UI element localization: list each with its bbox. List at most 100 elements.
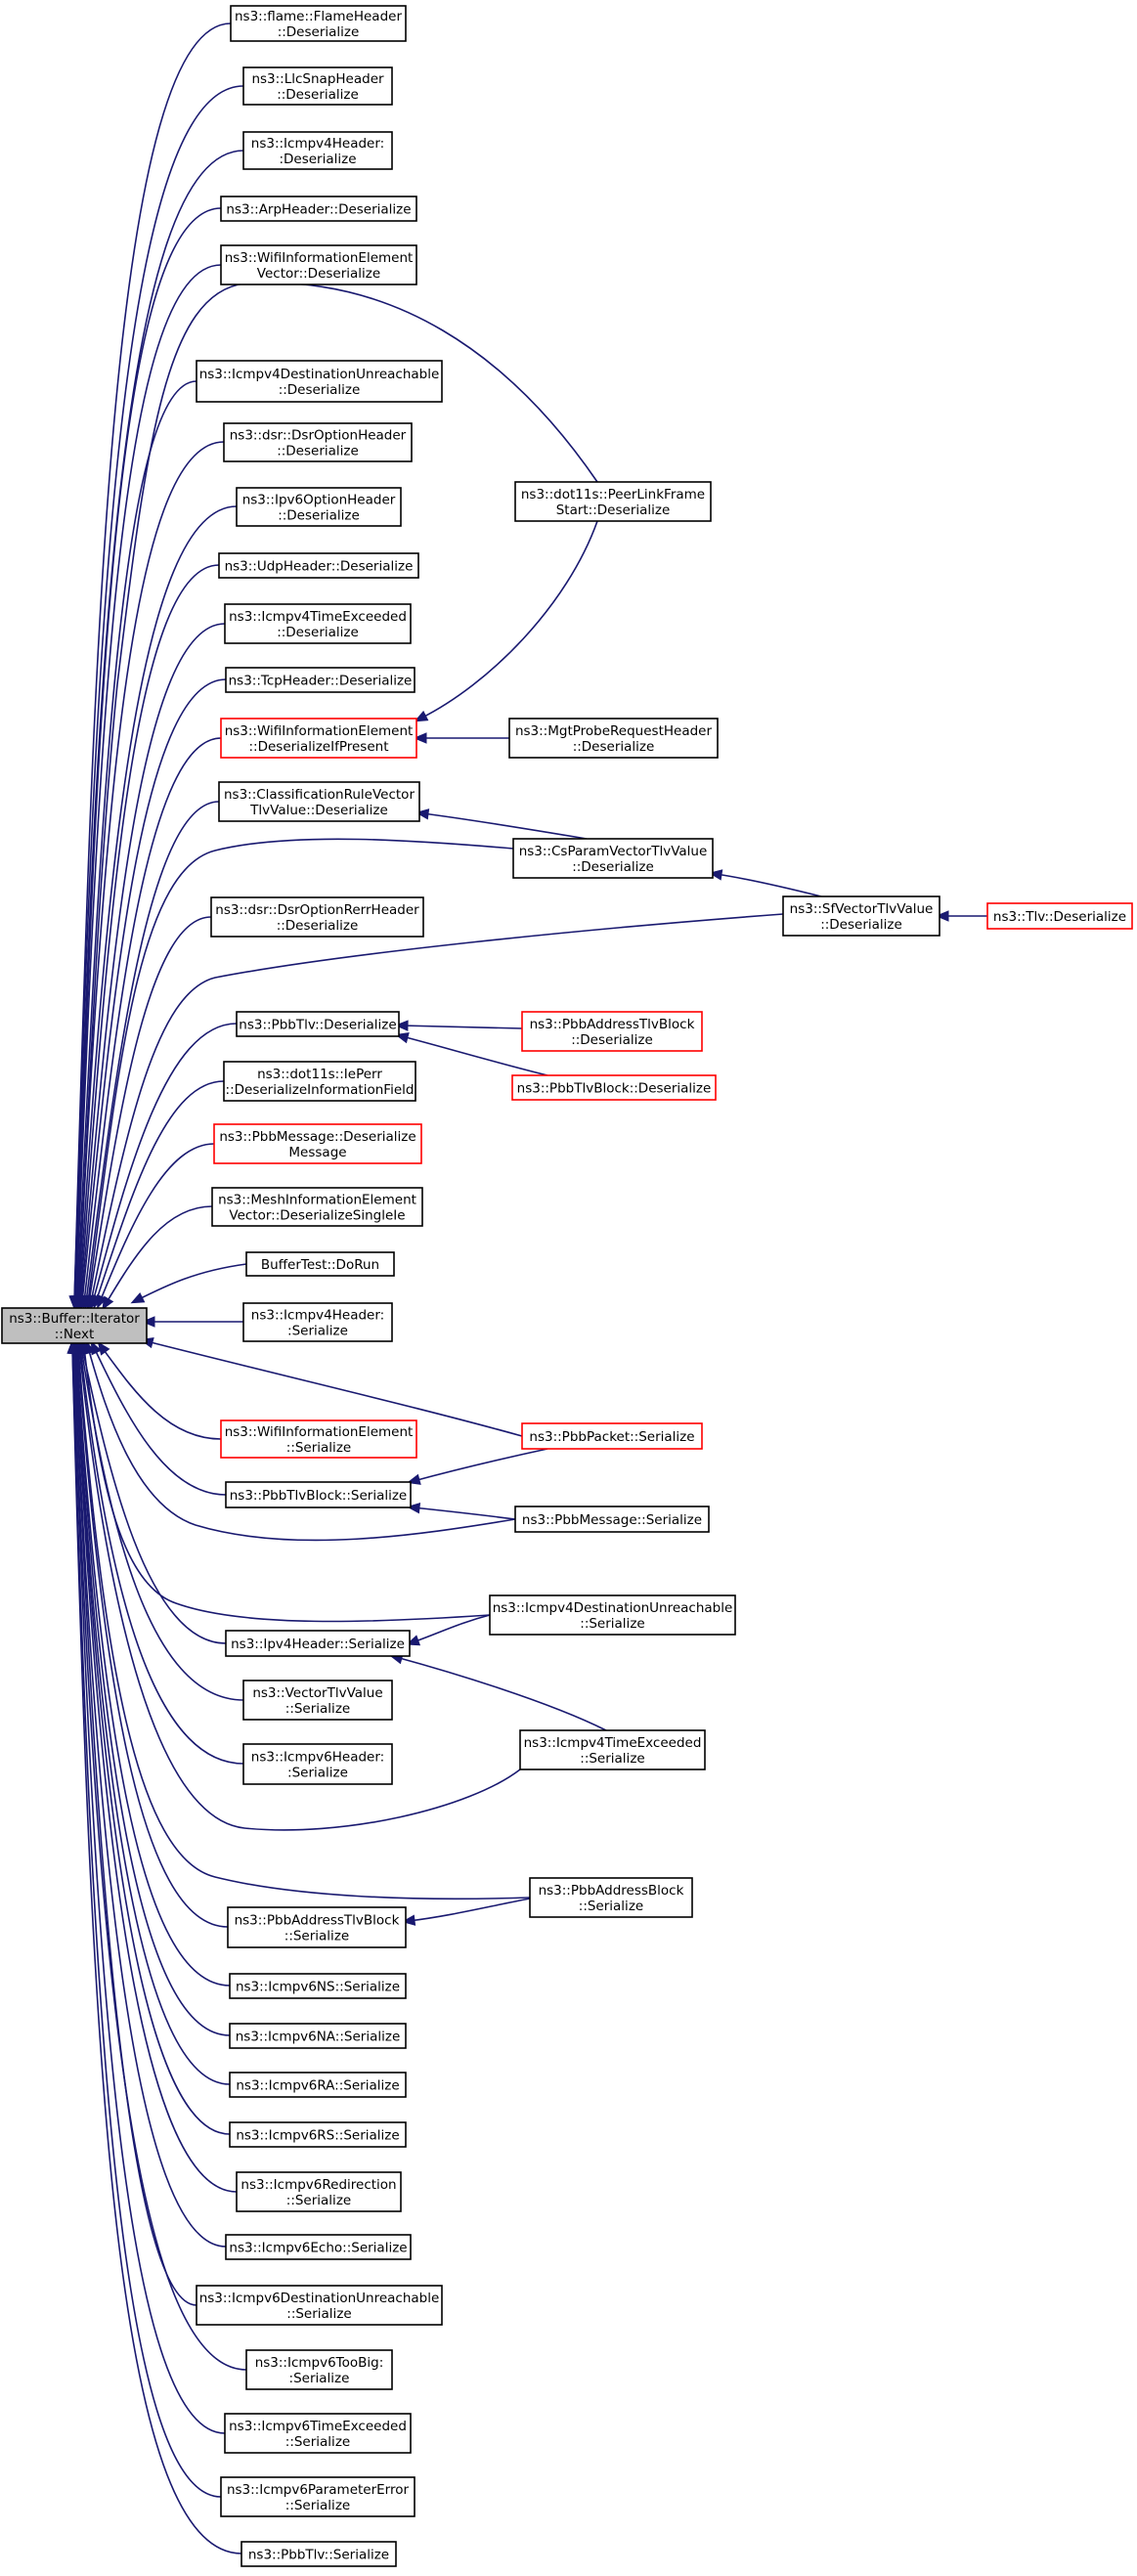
node-icmpv4te_deser[interactable]: ns3::Icmpv4TimeExceeded::Deserialize xyxy=(224,603,412,644)
node-classrule[interactable]: ns3::ClassificationRuleVectorTlvValue::D… xyxy=(218,781,420,822)
node-box xyxy=(782,895,940,937)
edge-line xyxy=(87,1346,516,1542)
node-label-line: ns3::Icmpv4DestinationUnreachable xyxy=(199,367,440,382)
node-arp[interactable]: ns3::ArpHeader::Deserialize xyxy=(220,196,417,222)
node-label-line: ns3::Icmpv6TimeExceeded xyxy=(229,2419,407,2434)
node-sfvector[interactable]: ns3::SfVectorTlvValue::Deserialize xyxy=(782,895,940,937)
node-icmpv6echo[interactable]: ns3::Icmpv6Echo::Serialize xyxy=(225,2234,412,2260)
node-label-line: ::Serialize xyxy=(285,2498,350,2513)
node-label-line: ns3::Buffer::Iterator xyxy=(9,1311,140,1327)
node-pbbaddrtlvblock_ser[interactable]: ns3::PbbAddressTlvBlock::Serialize xyxy=(227,1906,407,1948)
node-box xyxy=(521,1011,703,1052)
node-label-line: ns3::dot11s::IePerr xyxy=(257,1067,382,1082)
node-pbbmsg_ser[interactable]: ns3::PbbMessage::Serialize xyxy=(514,1506,710,1533)
node-mgtprobe[interactable]: ns3::MgtProbeRequestHeader::Deserialize xyxy=(508,718,719,759)
node-box xyxy=(196,360,443,403)
node-label-line: ns3::SfVectorTlvValue xyxy=(790,901,934,917)
node-icmpv4du_deser[interactable]: ns3::Icmpv4DestinationUnreachable::Deser… xyxy=(196,360,443,403)
edge-mgtprobe-to-wifiifp xyxy=(413,732,509,744)
edge-line xyxy=(99,1143,215,1303)
node-tcp[interactable]: ns3::TcpHeader::Deserialize xyxy=(225,667,415,693)
node-pbbtlv_ser[interactable]: ns3::PbbTlv::Serialize xyxy=(241,2541,397,2567)
node-icmpv6ns[interactable]: ns3::Icmpv6NS::Serialize xyxy=(229,1973,407,1999)
node-pbbtlv_deser[interactable]: ns3::PbbTlv::Deserialize xyxy=(236,1011,400,1037)
node-label-line: ::Serialize xyxy=(580,1751,644,1767)
node-pbbtlvblock_deser[interactable]: ns3::PbbTlvBlock::Deserialize xyxy=(511,1074,717,1101)
edge-csparam-to-classrule xyxy=(415,808,588,840)
node-pbbaddrblock_ser[interactable]: ns3::PbbAddressBlock::Serialize xyxy=(529,1877,693,1918)
node-pbbaddrtlvblock_deser[interactable]: ns3::PbbAddressTlvBlock::Deserialize xyxy=(521,1011,703,1052)
node-box xyxy=(229,2121,407,2148)
node-pbbtlvblock_ser[interactable]: ns3::PbbTlvBlock::Serialize xyxy=(225,1481,412,1508)
node-label-line: ::Serialize xyxy=(286,2306,351,2322)
edge-line xyxy=(73,1346,227,2248)
edge-line xyxy=(413,1506,516,1520)
node-icmpv4hdr_deser[interactable]: ns3::Icmpv4Header::Deserialize xyxy=(242,131,393,170)
node-ipv6opt[interactable]: ns3::Ipv6OptionHeader::Deserialize xyxy=(236,487,402,527)
node-csparam[interactable]: ns3::CsParamVectorTlvValue::Deserialize xyxy=(512,838,714,879)
node-peerlink[interactable]: ns3::dot11s::PeerLinkFrameStart::Deseria… xyxy=(514,481,712,522)
node-label-line: ns3::Icmpv4TimeExceeded xyxy=(524,1735,702,1751)
node-pbbpacket_ser[interactable]: ns3::PbbPacket::Serialize xyxy=(521,1422,703,1450)
node-icmpv4hdr_ser[interactable]: ns3::Icmpv4Header::Serialize xyxy=(242,1302,393,1342)
node-box xyxy=(511,1074,717,1101)
edge-line xyxy=(74,1346,238,2193)
edge-line xyxy=(412,1614,491,1643)
node-label-line: ns3::ArpHeader::Deserialize xyxy=(226,202,411,218)
node-box xyxy=(986,902,1133,930)
edge-arrowhead xyxy=(935,910,949,922)
node-label-line: ns3::Tlv::Deserialize xyxy=(993,909,1126,925)
node-box xyxy=(236,1011,400,1037)
edge-line xyxy=(92,1023,238,1303)
node-box xyxy=(225,1481,412,1508)
node-box xyxy=(223,1061,416,1102)
node-icmpv6toobig[interactable]: ns3::Icmpv6TooBig::Serialize xyxy=(245,2349,393,2390)
edge-arrowhead xyxy=(97,1341,110,1356)
edge-line xyxy=(146,1340,523,1437)
edge-line xyxy=(105,1205,213,1305)
edge-pbbaddrtlvblock_deser-to-pbbtlv_deser xyxy=(394,1020,523,1031)
node-icmpv6ra[interactable]: ns3::Icmpv6RA::Serialize xyxy=(229,2072,407,2098)
node-meshvec[interactable]: ns3::MeshInformationElementVector::Deser… xyxy=(211,1187,423,1227)
node-icmpv4te_ser[interactable]: ns3::Icmpv4TimeExceeded::Serialize xyxy=(519,1729,706,1770)
node-icmpv4du_ser[interactable]: ns3::Icmpv4DestinationUnreachable::Seria… xyxy=(489,1594,736,1636)
node-label-line: ::Deserialize xyxy=(277,918,359,934)
node-label-line: ns3::Icmpv6NS::Serialize xyxy=(236,1980,400,1995)
node-icmpv6redir[interactable]: ns3::Icmpv6Redirection::Serialize xyxy=(236,2171,402,2212)
node-ieperr[interactable]: ns3::dot11s::IePerr::DeserializeInformat… xyxy=(223,1061,416,1102)
node-icmpv6du[interactable]: ns3::Icmpv6DestinationUnreachable::Seria… xyxy=(196,2285,443,2326)
node-llcsnap[interactable]: ns3::LlcSnapHeader::Deserialize xyxy=(242,66,393,106)
node-ipv4hdr_ser[interactable]: ns3::Ipv4Header::Serialize xyxy=(225,1630,411,1657)
node-vectortlv[interactable]: ns3::VectorTlvValue::Serialize xyxy=(242,1680,393,1721)
edge-dsrrerr-to-root xyxy=(84,916,212,1310)
node-flame[interactable]: ns3::flame::FlameHeader::Deserialize xyxy=(230,5,407,42)
node-icmpv6rs[interactable]: ns3::Icmpv6RS::Serialize xyxy=(229,2121,407,2148)
edge-sfvector-to-root xyxy=(86,913,784,1310)
node-box xyxy=(519,1729,706,1770)
node-label-line: ns3::PbbMessage::Deserialize xyxy=(219,1129,415,1145)
edge-line xyxy=(395,1656,607,1731)
node-box xyxy=(225,667,415,693)
node-udp[interactable]: ns3::UdpHeader::Deserialize xyxy=(218,552,419,579)
node-icmpv6na[interactable]: ns3::Icmpv6NA::Serialize xyxy=(229,2023,407,2049)
node-box xyxy=(1,1307,148,1344)
node-dsrrerr[interactable]: ns3::dsr::DsrOptionRerrHeader::Deseriali… xyxy=(210,896,424,938)
node-icmpv6te[interactable]: ns3::Icmpv6TimeExceeded::Serialize xyxy=(224,2413,412,2454)
node-wifiser[interactable]: ns3::WifiInformationElement::Serialize xyxy=(220,1419,417,1459)
edge-line xyxy=(413,1448,548,1482)
node-box xyxy=(242,66,393,106)
node-buffertest[interactable]: BufferTest::DoRun xyxy=(245,1251,395,1277)
node-dsropt[interactable]: ns3::dsr::DsrOptionHeader::Deserialize xyxy=(223,422,413,462)
node-label-line: ns3::PbbAddressTlvBlock xyxy=(235,1913,400,1929)
node-box xyxy=(242,1302,393,1342)
node-icmpv6hdr_ser[interactable]: ns3::Icmpv6Header::Serialize xyxy=(242,1743,393,1785)
edge-line xyxy=(76,1346,229,1928)
edge-dsropt-to-root xyxy=(72,441,225,1310)
node-wifiifp[interactable]: ns3::WifiInformationElement::Deserialize… xyxy=(220,718,417,759)
node-tlv[interactable]: ns3::Tlv::Deserialize xyxy=(986,902,1133,930)
edge-line xyxy=(408,1898,531,1922)
edge-line xyxy=(72,1346,247,2371)
node-icmpv6pe[interactable]: ns3::Icmpv6ParameterError::Serialize xyxy=(220,2476,415,2517)
node-wifivec[interactable]: ns3::WifiInformationElementVector::Deser… xyxy=(220,244,417,285)
